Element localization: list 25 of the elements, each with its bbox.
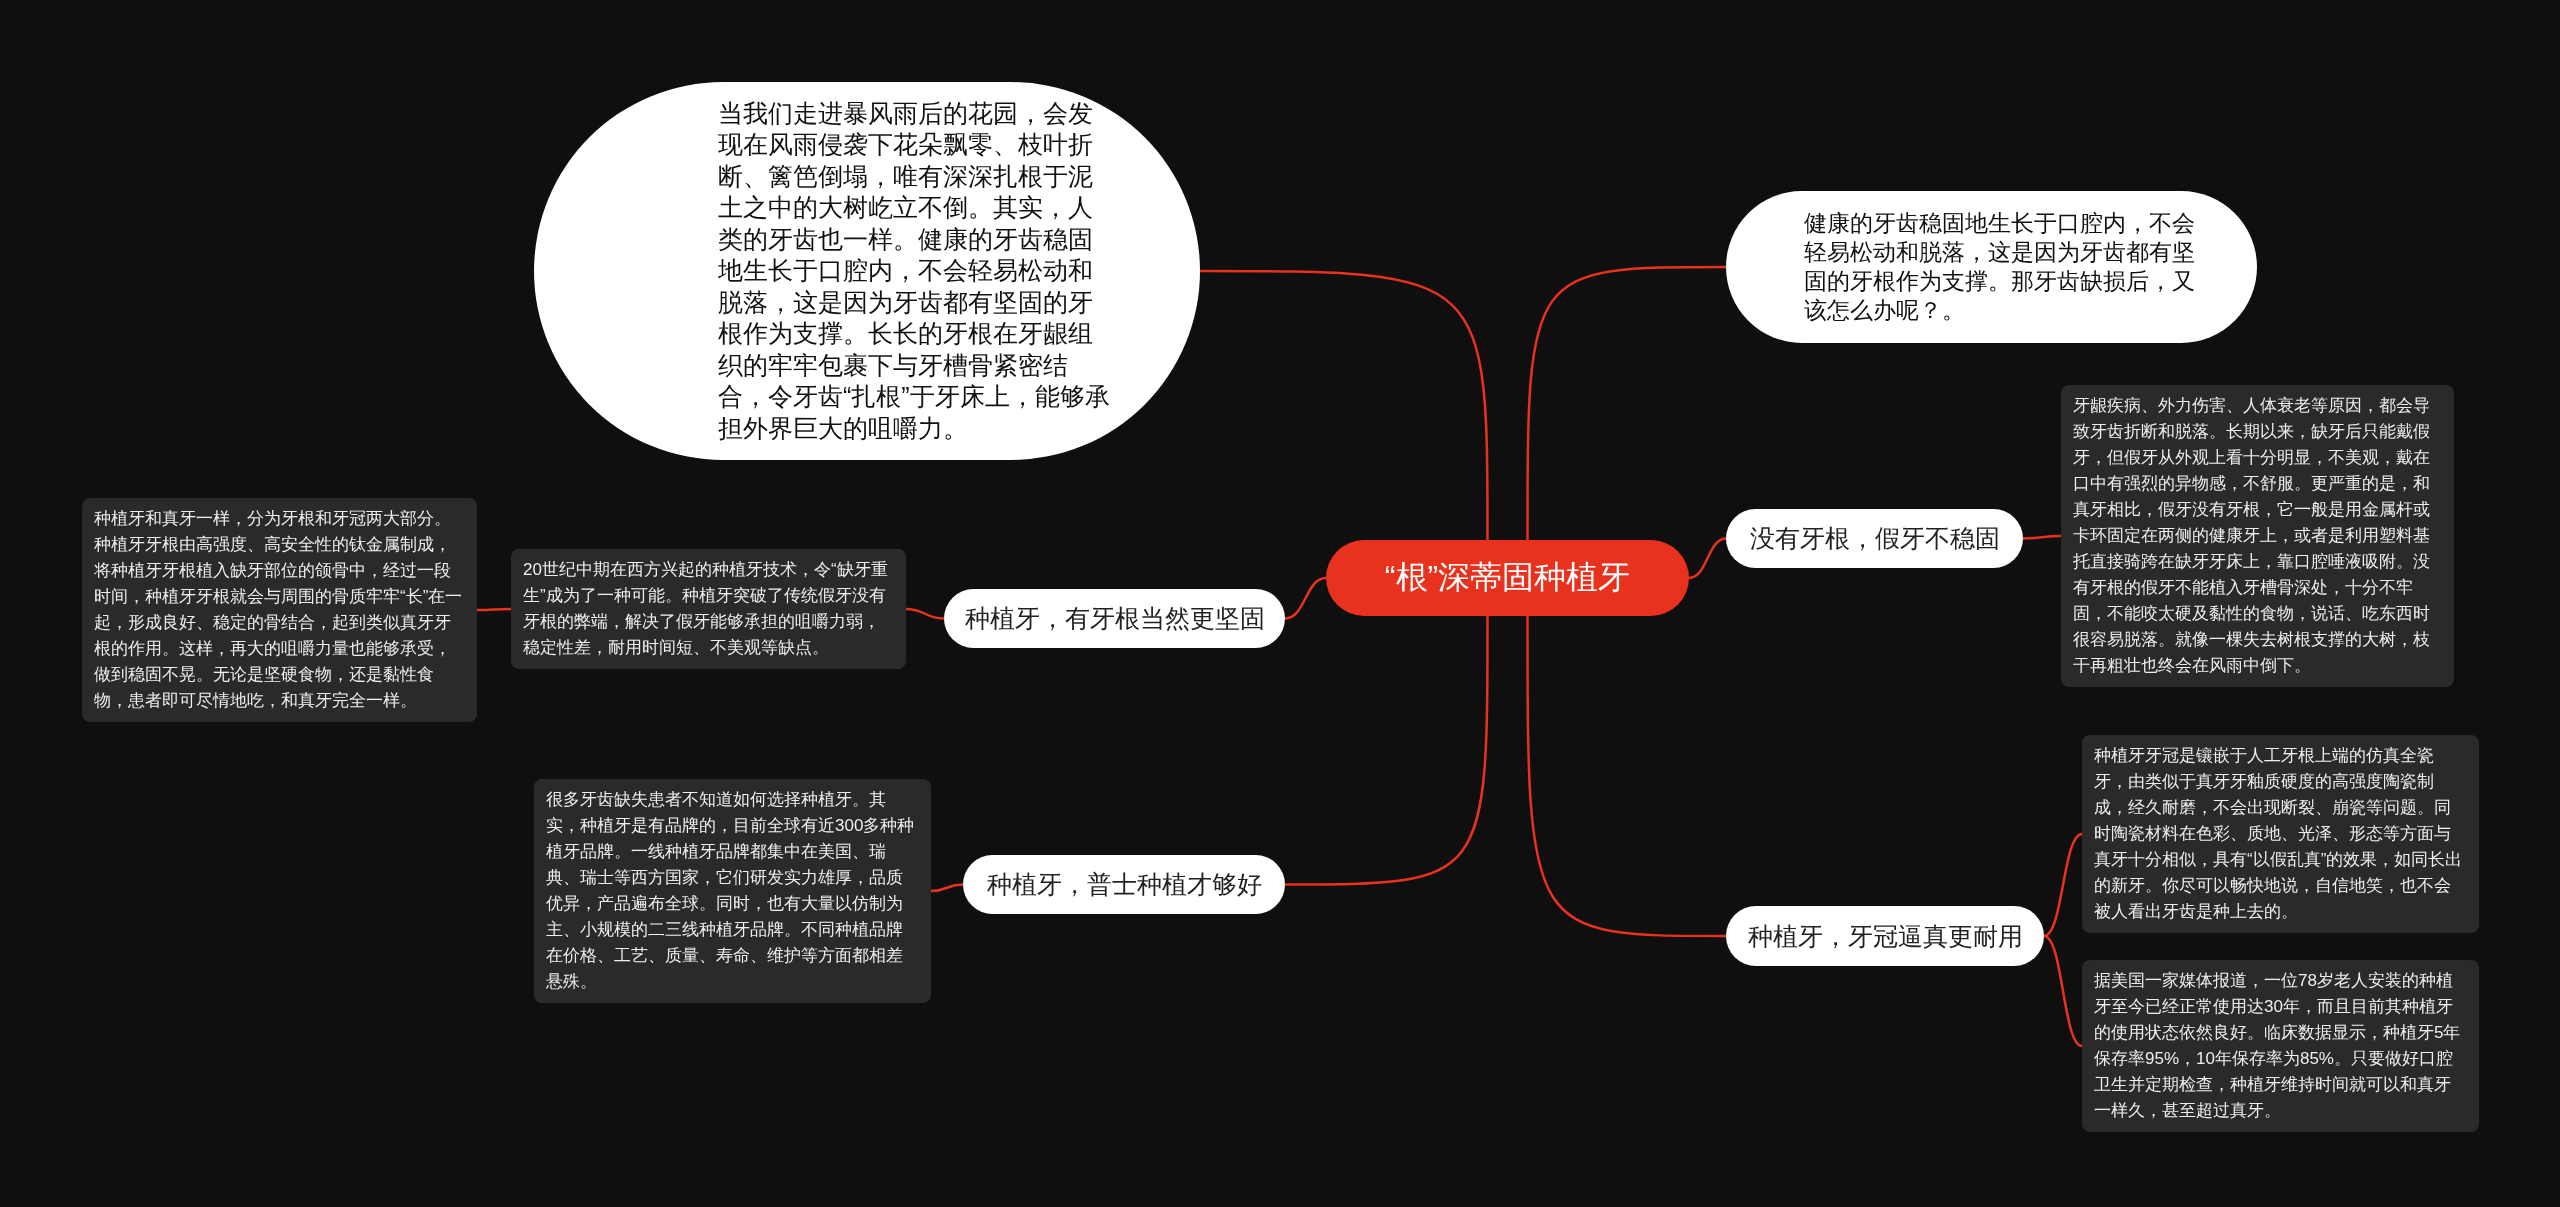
note-card: 种植牙牙冠是镶嵌于人工牙根上端的仿真全瓷牙，由类似于真牙牙釉质硬度的高强度陶瓷制成，经久耐磨，不会出现断裂、崩瓷等问题。同时陶瓷材料在色彩、质地、光泽、形态等方面与真牙十分相似，具有“以假乱真”的效果，如同长出的新牙。你尽可以畅快地说，自信地笑，也不会被人看出牙齿是种上去的。 bbox=[2082, 735, 2479, 933]
topic-pill: 种植牙，普士种植才够好 bbox=[963, 855, 1285, 914]
connector bbox=[477, 607, 511, 612]
connector bbox=[905, 607, 945, 620]
note-card: 种植牙和真牙一样，分为牙根和牙冠两大部分。种植牙牙根由高强度、高安全性的钛金属制成，将种植牙牙根植入缺牙部位的颌骨中，经过一段时间，种植牙牙根就会与周围的骨质牢牢“长”在一起，形成良好、稳定的骨结合，起到类似真牙牙根的作用。这样，再大的咀嚼力量也能够承受，做到稳固不晃。无论是坚硬食物，还是黏性食物，患者即可尽情地吃，和真牙完全一样。 bbox=[82, 498, 477, 722]
text-bubble: 当我们走进暴风雨后的花园，会发现在风雨侵袭下花朵飘零、枝叶折断、篱笆倒塌，唯有深深扎根于泥土之中的大树屹立不倒。其实，人类的牙齿也一样。健康的牙齿稳固地生长于口腔内，不会轻易松动和脱落，这是因为牙齿都有坚固的牙根作为支撑。长长的牙根在牙龈组织的牢牢包裹下与牙槽骨紧密结合，令牙齿“扎根”于牙床上，能够承担外界巨大的咀嚼力。 bbox=[534, 82, 1200, 460]
note-card: 20世纪中期在西方兴起的种植牙技术，令“缺牙重生”成为了一种可能。种植牙突破了传统假牙没有牙根的弊端，解决了假牙能够承担的咀嚼力弱，稳定性差，耐用时间短、不美观等缺点。 bbox=[511, 549, 906, 669]
topic-pill: 种植牙，牙冠逼真更耐用 bbox=[1726, 906, 2044, 966]
text-bubble: 健康的牙齿稳固地生长于口腔内，不会轻易松动和脱落，这是因为牙齿都有坚固的牙根作为支撑。那牙齿缺损后，又该怎么办呢？。 bbox=[1726, 191, 2257, 343]
note-card: 据美国一家媒体报道，一位78岁老人安装的种植牙至今已经正常使用达30年，而且目前其种植牙的使用状态依然良好。临床数据显示，种植牙5年保存率95%，10年保存率为85%。只要做好口腔卫生并定期检查，种植牙维持时间就可以和真牙一样久，甚至超过真牙。 bbox=[2082, 960, 2479, 1132]
connector bbox=[1285, 616, 1489, 886]
topic-pill: 没有牙根，假牙不稳固 bbox=[1726, 509, 2023, 568]
connector bbox=[1200, 269, 1489, 540]
topic-pill: 种植牙，有牙根当然更坚固 bbox=[944, 589, 1285, 648]
note-card: 很多牙齿缺失患者不知道如何选择种植牙。其实，种植牙是有品牌的，目前全球有近300多种种植牙品牌。一线种植牙品牌都集中在美国、瑞典、瑞士等西方国家，它们研发实力雄厚，品质优异，产品遍布全球。同时，也有大量以仿制为主、小规模的二三线种植牙品牌。不同种植品牌在价格、工艺、质量、寿命、维护等方面都相差悬殊。 bbox=[534, 779, 931, 1003]
connector bbox=[1526, 616, 1726, 938]
connector bbox=[1284, 576, 1327, 620]
central-topic: “根”深蒂固种植牙 bbox=[1326, 540, 1689, 616]
connector bbox=[930, 883, 964, 893]
connector bbox=[2023, 534, 2061, 540]
connector bbox=[2043, 832, 2083, 938]
connector bbox=[2043, 934, 2083, 1048]
connector bbox=[1526, 265, 1726, 540]
connector bbox=[1688, 537, 1727, 580]
note-card: 牙龈疾病、外力伤害、人体衰老等原因，都会导致牙齿折断和脱落。长期以来，缺牙后只能戴假牙，但假牙从外观上看十分明显，不美观，戴在口中有强烈的异物感，不舒服。更严重的是，和真牙相比，假牙没有牙根，它一般是用金属杆或卡环固定在两侧的健康牙上，或者是利用塑料基托直接骑跨在缺牙牙床上，靠口腔唾液吸附。没有牙根的假牙不能植入牙槽骨深处，十分不牢固，不能咬太硬及黏性的食物，说话、吃东西时很容易脱落。就像一棵失去树根支撑的大树，枝干再粗壮也终会在风雨中倒下。 bbox=[2061, 385, 2454, 687]
